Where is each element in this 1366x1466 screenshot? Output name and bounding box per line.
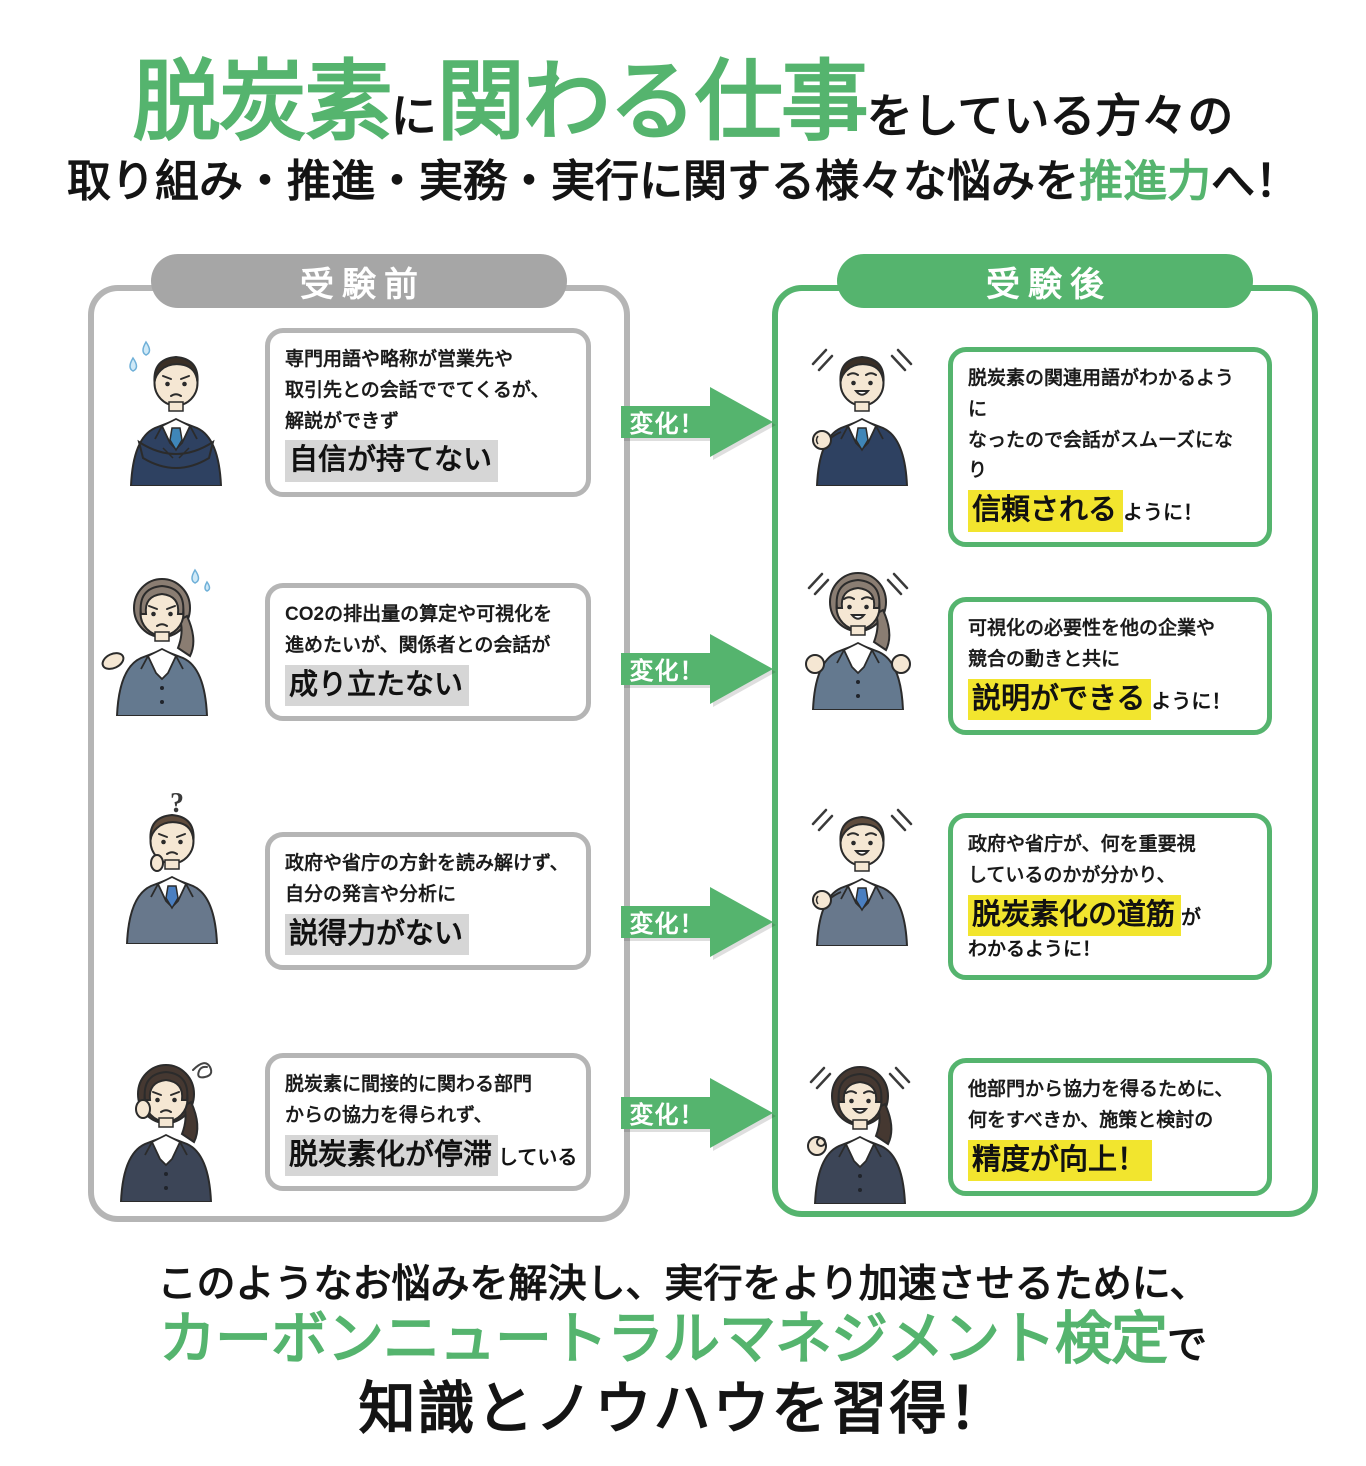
card-text: 他部門から協力を得るために、 何をすべきか、施策と検討の [968, 1079, 1234, 1131]
card-text: 専門用語や略称が営業先や 取引先との会話ででてくるが、 解説ができず [285, 349, 550, 432]
card-emphasis: 精度が向上！ [968, 1139, 1252, 1182]
card-emphasis: 説得力がない [285, 913, 571, 956]
card-text: CO2の排出量の算定や可視化を 進めたいが、関係者との会話が [285, 604, 553, 656]
after-card-row1: 脱炭素の関連用語がわかるように なったので会話がスムーズになり 信頼されるように… [948, 347, 1272, 547]
card-text: 脱炭素の関連用語がわかるように なったので会話がスムーズになり [968, 368, 1235, 482]
headline-keyword-related-work: 関わる仕事 [436, 52, 869, 151]
arrow-label: 変化！ [629, 410, 705, 438]
yellow-highlight: 説明ができる [968, 678, 1152, 721]
headline-line1: 脱炭素に関わる仕事をしている方々の [0, 55, 1366, 148]
headline-particle: に [390, 90, 437, 142]
gray-highlight: 説得力がない [285, 913, 470, 956]
footer-lead-text: このようなお悩みを解決し、実行をより加速させるために、 [157, 1263, 1209, 1306]
arrow-shape-icon [621, 387, 773, 457]
change-arrow-row1: 変化！ [621, 387, 773, 457]
arrow-shape-icon [621, 1078, 773, 1148]
change-arrow-row2: 変化！ [621, 634, 773, 704]
worried-businesswoman-shrug-icon [92, 564, 232, 716]
highlight-suffix: ように！ [1123, 502, 1204, 525]
card-text: 政府や省庁の方針を読み解けず、 自分の発言や分析に [285, 853, 569, 905]
troubled-businesswoman-cheek-icon [96, 1050, 236, 1202]
gray-highlight: 脱炭素化が停滞 [285, 1134, 499, 1177]
card-emphasis: 脱炭素化が停滞している [285, 1134, 577, 1177]
headline: 脱炭素に関わる仕事をしている方々の 取り組み・推進・実務・実行に関する様々な悩み… [0, 55, 1366, 207]
confident-businessman-2-fist-icon [792, 794, 932, 946]
highlight-suffix: ように！ [1151, 690, 1232, 713]
before-card-row3: 政府や省庁の方針を読み解けず、 自分の発言や分析に 説得力がない [265, 832, 591, 971]
card-tail: わかるように！ [968, 939, 1102, 961]
headline-line2-end: へ！ [1211, 157, 1299, 207]
puzzled-businessman-thinking-icon: ? [102, 792, 242, 944]
highlight-suffix: が [1181, 906, 1202, 929]
arrow-label: 変化！ [629, 910, 705, 938]
arrow-label: 変化！ [629, 657, 705, 685]
arrow-shape-icon [621, 634, 773, 704]
after-card-row2: 可視化の必要性を他の企業や 競合の動きと共に 説明ができるように！ [948, 597, 1272, 736]
card-emphasis: 自信が持てない [285, 440, 571, 482]
headline-line2: 取り組み・推進・実務・実行に関する様々な悩みを推進力へ！ [0, 158, 1366, 206]
svg-text:?: ? [170, 792, 184, 819]
arrow-label: 変化！ [629, 1101, 705, 1129]
headline-line2-text: 取り組み・推進・実務・実行に関する様々な悩みを [67, 157, 1079, 207]
yellow-highlight: 脱炭素化の道筋 [968, 894, 1182, 937]
before-card-row4: 脱炭素に間接的に関わる部門 からの協力を得られず、 脱炭素化が停滞している [265, 1053, 591, 1192]
footer-certification-name: カーボンニュートラルマネジメント検定 [159, 1307, 1168, 1371]
card-emphasis: 脱炭素化の道筋が [968, 894, 1252, 937]
change-arrow-row3: 変化！ [621, 887, 773, 957]
headline-keyword-driving-force: 推進力 [1079, 157, 1211, 207]
gray-highlight: 成り立たない [285, 664, 470, 707]
worried-businessman-arms-crossed-icon [106, 334, 246, 486]
confident-businessman-fist-icon [792, 334, 932, 486]
arrow-shape-icon [621, 887, 773, 957]
card-text: 政府や省庁が、何を重要視 しているのかが分かり、 [968, 834, 1196, 886]
headline-keyword-decarbonization: 脱炭素 [132, 52, 393, 151]
before-card-row1: 専門用語や略称が営業先や 取引先との会話ででてくるが、 解説ができず 自信が持て… [265, 328, 591, 497]
card-text: 可視化の必要性を他の企業や 競合の動きと共に [968, 618, 1216, 670]
headline-tail: をしている方々の [866, 90, 1234, 142]
after-card-row3: 政府や省庁が、何を重要視 しているのかが分かり、 脱炭素化の道筋が わかるように… [948, 813, 1272, 980]
after-exam-label-pill: 受験後 [837, 254, 1253, 308]
yellow-highlight: 精度が向上！ [968, 1139, 1153, 1182]
card-emphasis: 説明ができるように！ [968, 678, 1252, 721]
change-arrow-row4: 変化！ [621, 1078, 773, 1148]
after-card-row4: 他部門から協力を得るために、 何をすべきか、施策と検討の 精度が向上！ [948, 1058, 1272, 1197]
highlight-suffix: している [498, 1146, 578, 1169]
yellow-highlight: 信頼される [968, 490, 1124, 532]
businesswoman-ok-sign-icon [790, 1052, 930, 1204]
cheerful-businesswoman-double-fist-icon [788, 558, 928, 710]
footer-certification-line: カーボンニュートラルマネジメント検定で [0, 1308, 1366, 1371]
gray-highlight: 自信が持てない [285, 440, 499, 482]
card-emphasis: 成り立たない [285, 664, 571, 707]
footer-closing-text: 知識とノウハウを習得！ [358, 1377, 1008, 1441]
card-text: 脱炭素に間接的に関わる部門 からの協力を得られず、 [285, 1074, 533, 1126]
before-exam-label-pill: 受験前 [151, 254, 567, 308]
footer-certification-particle: で [1167, 1323, 1207, 1367]
before-card-row2: CO2の排出量の算定や可視化を 進めたいが、関係者との会話が 成り立たない [265, 583, 591, 722]
card-emphasis: 信頼されるように！ [968, 490, 1252, 532]
